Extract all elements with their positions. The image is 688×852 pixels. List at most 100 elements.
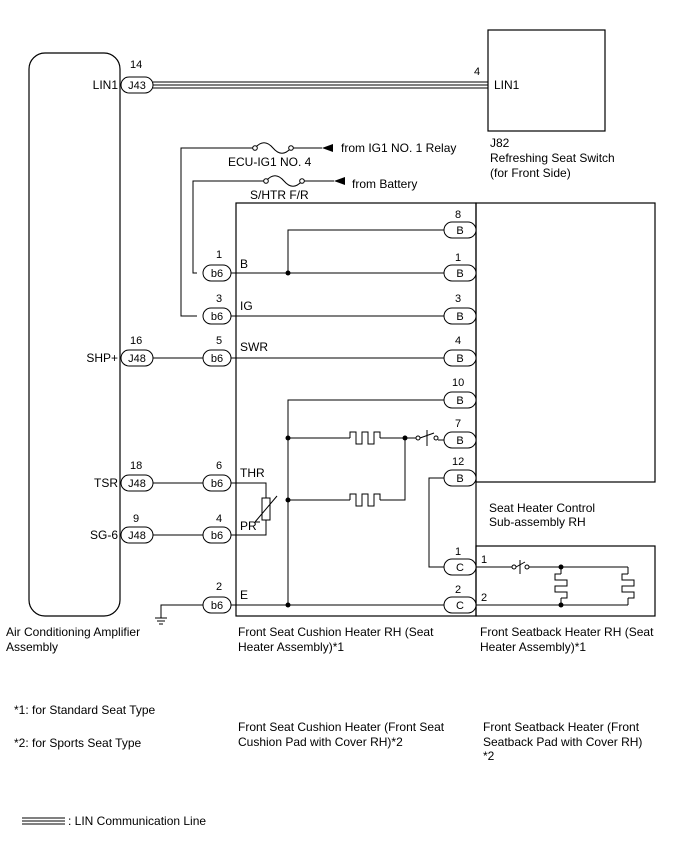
seatback-heater-element-b xyxy=(621,573,635,599)
legend-lin-line-label: : LIN Communication Line xyxy=(68,814,206,828)
cushion-thermostat-icon xyxy=(415,430,439,446)
amp-connector-j48-tsr-label: J48 xyxy=(128,478,146,490)
seatback-pin-1: 1 xyxy=(481,554,487,566)
switch-name-line1: Refreshing Seat Switch xyxy=(490,151,615,165)
amp-b6-wires xyxy=(153,272,236,606)
cushion-heater-name-line2: Heater Assembly)*1 xyxy=(238,640,344,654)
ig1-arrow-icon xyxy=(322,144,333,152)
b6-connector-ig-label: b6 xyxy=(211,311,223,323)
b-connector-4-label: B xyxy=(456,353,463,365)
b6-signal-e: E xyxy=(240,588,248,602)
b6-pin-4: 4 xyxy=(216,513,222,525)
amp-signal-tsr: TSR xyxy=(94,476,118,490)
b-connector-1-label: B xyxy=(456,268,463,280)
b-pin-8: 8 xyxy=(455,209,461,221)
c-connector-2-label: C xyxy=(456,600,464,612)
switch-name-line2: (for Front Side) xyxy=(490,166,571,180)
seatback-heater-alt-line2: Seatback Pad with Cover RH) xyxy=(483,735,642,749)
ground-icon xyxy=(155,604,203,625)
switch-signal-lin1: LIN1 xyxy=(494,78,520,92)
seatback-pin-2: 2 xyxy=(481,592,487,604)
amp-signal-shp: SHP+ xyxy=(86,351,118,365)
thermistor-icon xyxy=(254,495,278,523)
seatback-heater-box xyxy=(475,545,656,617)
seatback-heater-alt-line1: Front Seatback Heater (Front xyxy=(483,720,640,734)
b-connector-7-label: B xyxy=(456,435,463,447)
amp-pin-16: 16 xyxy=(130,335,142,347)
ecu-ig1-fuse-label: ECU-IG1 NO. 4 xyxy=(228,155,312,169)
amp-signal-lin1: LIN1 xyxy=(93,78,119,92)
b6-signal-pr: PR xyxy=(240,519,257,533)
amplifier-name-line1: Air Conditioning Amplifier xyxy=(6,625,140,639)
b-connector-8-label: B xyxy=(456,225,463,237)
b6-signal-ig: IG xyxy=(240,299,253,313)
b6-pin-2: 2 xyxy=(216,581,222,593)
ecu-ig1-fuse-feed xyxy=(180,142,322,317)
amp-connector-j48-sg6-label: J48 xyxy=(128,530,146,542)
right-terminal-connectors: 8 B 1 B 3 B 4 B 10 B 7 B 12 B 1 C 2 C xyxy=(443,209,477,614)
amp-pin-18: 18 xyxy=(130,460,142,472)
note-sports-seat: *2: for Sports Seat Type xyxy=(14,736,142,750)
amp-pin-14: 14 xyxy=(130,59,142,71)
amplifier-name-line2: Assembly xyxy=(6,640,58,654)
amp-signal-sg6: SG-6 xyxy=(90,528,118,542)
b6-pin-6: 6 xyxy=(216,460,222,472)
ecu-ig1-source-label: from IG1 NO. 1 Relay xyxy=(341,141,456,155)
b6-pin-3: 3 xyxy=(216,293,222,305)
shtr-fuse-feed xyxy=(192,175,334,274)
seatback-thermostat-icon xyxy=(511,560,530,574)
seatback-heater-name-line1: Front Seatback Heater RH (Seat xyxy=(480,625,654,639)
cushion-heater-alt-line1: Front Seat Cushion Heater (Front Seat xyxy=(238,720,445,734)
cushion-heater-element-lower xyxy=(349,493,381,507)
switch-connector-j82: J82 xyxy=(490,136,510,150)
battery-arrow-icon xyxy=(334,177,345,185)
seatback-heater-alt-line3: *2 xyxy=(483,749,495,763)
seatback-heater-element-a xyxy=(554,573,568,599)
seatback-heater-name-line2: Heater Assembly)*1 xyxy=(480,640,586,654)
amp-pin-9: 9 xyxy=(133,513,139,525)
b6-pin-1: 1 xyxy=(216,249,222,261)
b-pin-10: 10 xyxy=(452,377,464,389)
junction-dots xyxy=(285,270,564,608)
b-pin-3: 3 xyxy=(455,293,461,305)
b6-signal-b: B xyxy=(240,257,248,271)
b-pin-7: 7 xyxy=(455,418,461,430)
b6-pin-5: 5 xyxy=(216,335,222,347)
b6-signal-swr: SWR xyxy=(240,340,268,354)
cushion-heater-box xyxy=(235,202,477,617)
switch-unit-box xyxy=(487,29,606,132)
controller-name-line2: Sub-assembly RH xyxy=(489,515,586,529)
b6-connector-swr-label: b6 xyxy=(211,353,223,365)
shtr-fuse-label: S/HTR F/R xyxy=(250,188,309,202)
c-pin-1: 1 xyxy=(455,546,461,558)
cushion-heater-name-line1: Front Seat Cushion Heater RH (Seat xyxy=(238,625,434,639)
legend-lin-line-icon xyxy=(22,817,65,825)
b-pin-4: 4 xyxy=(455,335,461,347)
seatback-wiring xyxy=(476,566,629,606)
b-pin-12: 12 xyxy=(452,456,464,468)
controller-box xyxy=(475,202,656,483)
b-connector-3-label: B xyxy=(456,311,463,323)
cushion-heater-alt-line2: Cushion Pad with Cover RH)*2 xyxy=(238,735,403,749)
b-connector-12-label: B xyxy=(456,473,463,485)
amp-connector-j48-shp-label: J48 xyxy=(128,353,146,365)
b-connector-10-label: B xyxy=(456,395,463,407)
cushion-heater-element-upper xyxy=(349,431,381,445)
amp-connector-j43-label: J43 xyxy=(128,80,146,92)
switch-pin-4: 4 xyxy=(474,66,480,78)
lin-communication-line xyxy=(153,81,488,89)
c-connector-1-label: C xyxy=(456,562,464,574)
amplifier-box xyxy=(28,52,121,617)
note-standard-seat: *1: for Standard Seat Type xyxy=(14,703,156,717)
b6-connector-e-label: b6 xyxy=(211,600,223,612)
b6-connector-pr-label: b6 xyxy=(211,530,223,542)
c-pin-2: 2 xyxy=(455,584,461,596)
controller-name-line1: Seat Heater Control xyxy=(489,501,595,515)
b6-signal-thr: THR xyxy=(240,466,265,480)
b6-connector-thr-label: b6 xyxy=(211,478,223,490)
b-pin-1: 1 xyxy=(455,252,461,264)
shtr-source-label: from Battery xyxy=(352,177,417,191)
b6-connector-b-label: b6 xyxy=(211,268,223,280)
cushion-internal-wiring xyxy=(236,229,444,606)
